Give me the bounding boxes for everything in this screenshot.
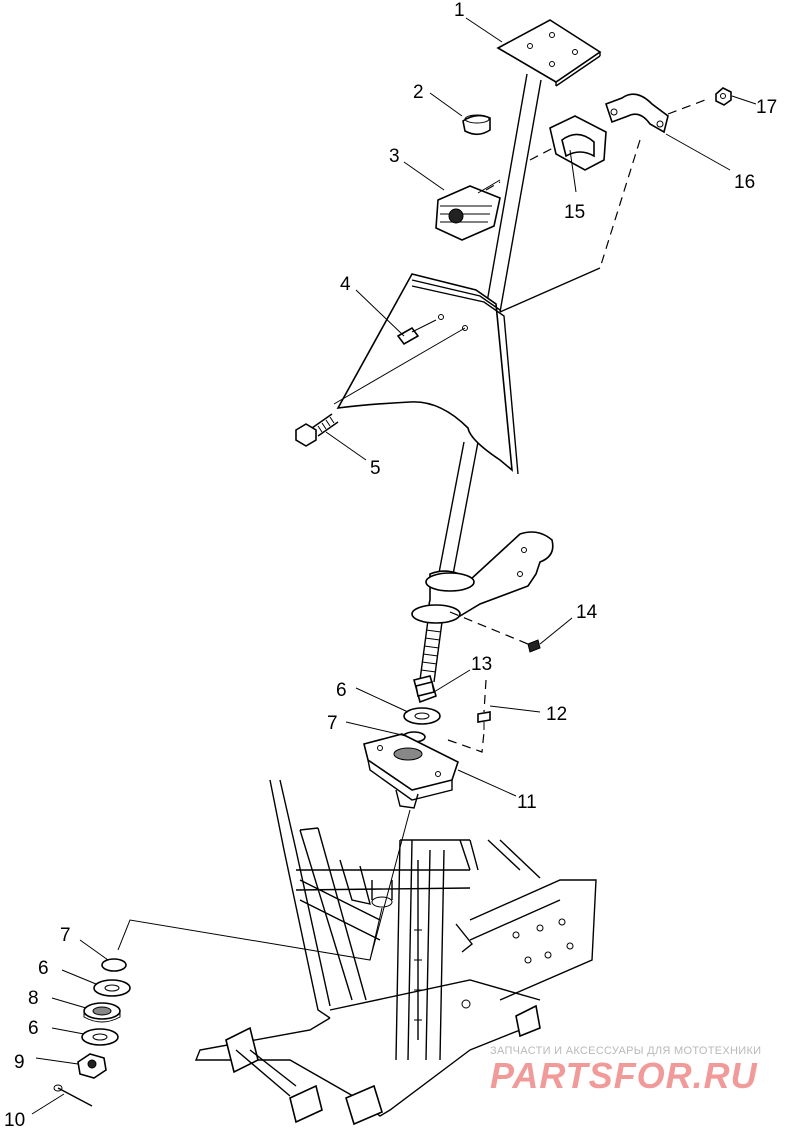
part-6-lower-washer-b xyxy=(81,1028,119,1046)
part-3-block-clamp xyxy=(435,179,501,241)
watermark: ЗАПЧАСТИ И АКСЕССУАРЫ ДЛЯ МОТОТЕХНИКИ PA… xyxy=(490,1045,761,1096)
leader-14-dash xyxy=(449,611,529,645)
leader-3-dash xyxy=(485,181,501,191)
leader-12-dash xyxy=(483,679,487,713)
part-2-bushing xyxy=(462,114,491,136)
callout-6-upper: 6 xyxy=(336,680,347,701)
part-11-bearing-block xyxy=(363,733,459,809)
leader-12-path xyxy=(447,731,485,753)
part-14-screw xyxy=(527,639,541,653)
part-1-handlebar-plate-and-post xyxy=(419,19,602,683)
part-6-upper-washer xyxy=(403,707,441,725)
leader-15-dash xyxy=(529,147,554,161)
callout-6-lower-b: 6 xyxy=(28,1018,39,1039)
part-5-bolt xyxy=(295,413,339,447)
part-9-castle-nut xyxy=(77,1053,107,1079)
callout-13: 13 xyxy=(471,654,492,675)
part-8-bearing xyxy=(83,1002,121,1023)
callout-1: 1 xyxy=(454,0,465,21)
part-4-screw xyxy=(396,319,437,346)
leader-lower-hardware xyxy=(117,907,383,961)
callout-12: 12 xyxy=(546,704,567,725)
part-15-clamp-half xyxy=(549,115,607,171)
callout-16: 16 xyxy=(734,172,755,193)
steering-bracket xyxy=(411,531,554,624)
watermark-tagline: ЗАПЧАСТИ И АКСЕССУАРЫ ДЛЯ МОТОТЕХНИКИ xyxy=(490,1045,761,1057)
callout-5: 5 xyxy=(370,458,381,479)
callout-8: 8 xyxy=(28,988,39,1009)
part-12-screw xyxy=(477,711,491,730)
leader-17-dash xyxy=(667,99,706,115)
part-16-u-clamp xyxy=(604,93,669,134)
callout-7-upper: 7 xyxy=(327,713,338,734)
callout-2: 2 xyxy=(413,82,424,103)
callout-7-lower: 7 xyxy=(60,925,71,946)
vehicle-frame xyxy=(194,779,597,1126)
leader-11-to-frame xyxy=(369,809,411,961)
callout-4: 4 xyxy=(340,274,351,295)
callout-9: 9 xyxy=(14,1052,25,1073)
console-panel xyxy=(336,267,601,475)
callout-11: 11 xyxy=(517,792,537,813)
part-10-cotter-pin xyxy=(53,1084,93,1107)
callout-15: 15 xyxy=(564,202,585,223)
part-17-nut xyxy=(715,87,732,106)
callout-14: 14 xyxy=(576,602,598,623)
callout-10: 10 xyxy=(4,1110,25,1131)
part-7-lower-ring xyxy=(101,958,127,972)
callout-3: 3 xyxy=(389,146,400,167)
part-6-lower-washer-a xyxy=(93,979,131,997)
watermark-brand: PARTSFOR.RU xyxy=(490,1055,758,1096)
callout-17: 17 xyxy=(756,97,777,118)
callout-leaders xyxy=(31,17,757,1115)
callout-labels: 1 2 3 4 5 6 7 11 12 13 14 15 16 17 7 6 8… xyxy=(4,0,777,1131)
leader-5-line xyxy=(333,327,466,405)
leader-16-dash xyxy=(599,139,641,269)
part-13-coupler xyxy=(413,675,437,704)
callout-6-lower-a: 6 xyxy=(38,958,49,979)
